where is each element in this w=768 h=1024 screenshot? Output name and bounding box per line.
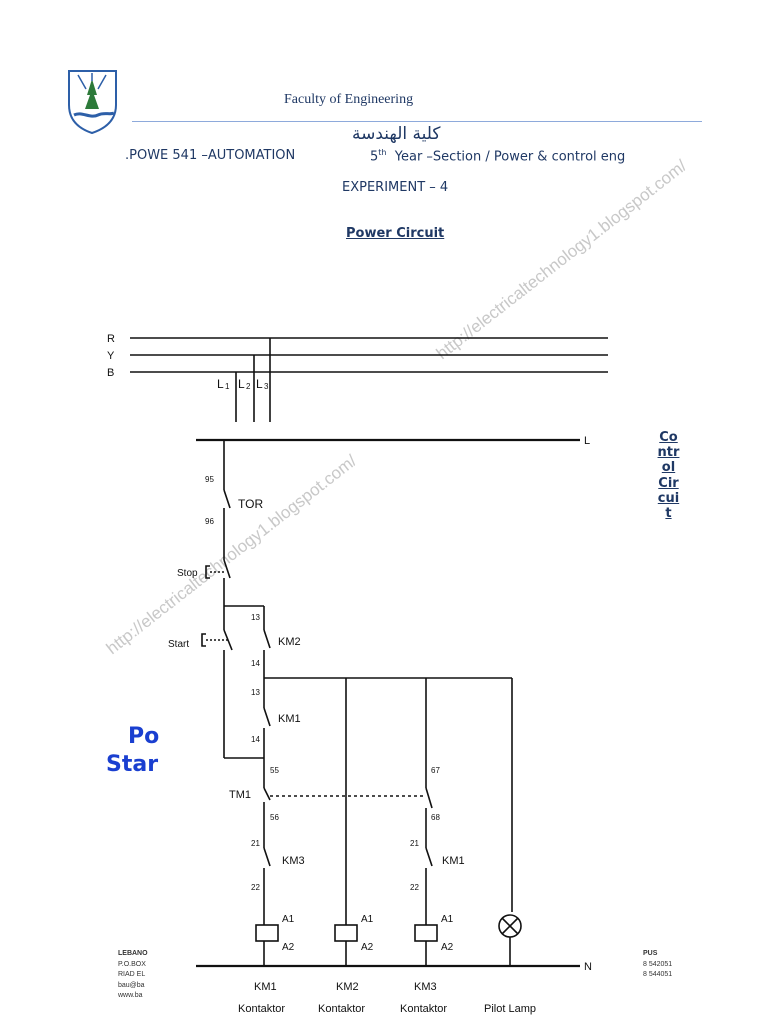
coil-km2-a1: A1 xyxy=(361,914,374,925)
coil-km2 xyxy=(334,924,358,942)
label-y: Y xyxy=(107,350,115,362)
coil-km3 xyxy=(414,924,438,942)
load-km1-name: KM1 xyxy=(254,981,277,993)
coil-km1-a2: A2 xyxy=(282,942,295,953)
tor-bottom-terminal: 96 xyxy=(205,517,214,526)
watermark-text: http://electricaltechnology1.blogspot.co… xyxy=(103,451,361,658)
label-n: N xyxy=(584,961,592,973)
load-km1-sub: Kontaktor xyxy=(238,1003,285,1015)
label-l: L xyxy=(584,435,590,447)
coil-km3-a1: A1 xyxy=(441,914,454,925)
control-circuit-heading: Control Circuit xyxy=(657,430,680,522)
power-circuit-heading: Power Circuit xyxy=(346,226,445,241)
year-suffix: th xyxy=(378,148,387,157)
km2-contact-bottom: 14 xyxy=(251,659,260,668)
footer-left: LEBANO P.O.BOX RIAD EL bau@ba www.ba xyxy=(118,949,148,1002)
load-km3-sub: Kontaktor xyxy=(400,1003,447,1015)
load-km2-name: KM2 xyxy=(336,981,359,993)
faculty-name-arabic: كلية الهندسة xyxy=(352,124,441,144)
partial-title-line2: Star xyxy=(106,752,159,777)
tm1-no-bottom: 68 xyxy=(431,813,440,822)
load-km2-sub: Kontaktor xyxy=(318,1003,365,1015)
phase-l3: L xyxy=(256,377,263,391)
coil-km3-a2: A2 xyxy=(441,942,454,953)
tm1-no-top: 67 xyxy=(431,766,440,775)
km1-nc-label: KM1 xyxy=(442,855,465,867)
label-b: B xyxy=(107,367,114,379)
load-lamp-name: Pilot Lamp xyxy=(484,1003,536,1015)
stop-label: Stop xyxy=(177,568,198,579)
footer-left-line: RIAD EL xyxy=(118,971,146,978)
footer-right-line: PUS xyxy=(643,950,658,957)
coil-km1-a1: A1 xyxy=(282,914,295,925)
km1-nc-top: 21 xyxy=(410,839,419,848)
km3-nc-label: KM3 xyxy=(282,855,305,867)
km1-contact-bottom: 14 xyxy=(251,735,260,744)
phase-l1-sub: 1 xyxy=(225,382,230,391)
header-divider xyxy=(132,121,702,122)
phase-l2: L xyxy=(238,377,245,391)
km3-nc-bottom: 22 xyxy=(251,883,260,892)
footer-left-line: www.ba xyxy=(118,992,143,999)
footer-right: PUS 8 542051 8 544051 xyxy=(643,949,672,981)
tm1-label: TM1 xyxy=(229,789,251,801)
watermark-text: http://electricaltechnology1.blogspot.co… xyxy=(433,156,691,363)
label-r: R xyxy=(107,333,115,345)
load-km3-name: KM3 xyxy=(414,981,437,993)
tm1-nc-bottom: 56 xyxy=(270,813,279,822)
coil-km2-a2: A2 xyxy=(361,942,374,953)
footer-left-line: bau@ba xyxy=(118,981,145,989)
footer-right-line: 8 542051 xyxy=(643,960,673,968)
phase-l3-sub: 3 xyxy=(264,382,269,391)
phase-l1: L xyxy=(217,377,224,391)
phase-l2-sub: 2 xyxy=(246,382,251,391)
experiment-title: EXPERIMENT – 4 xyxy=(342,180,449,195)
km2-contact-top: 13 xyxy=(251,613,260,622)
footer-left-line: LEBANO xyxy=(118,950,148,957)
footer-left-line: P.O.BOX xyxy=(118,960,146,968)
partial-title-line1: Po xyxy=(128,724,160,749)
km2-contact-label: KM2 xyxy=(278,636,301,648)
faculty-name: Faculty of Engineering xyxy=(284,92,414,107)
coil-km1 xyxy=(255,924,279,942)
km1-nc-bottom: 22 xyxy=(410,883,419,892)
tm1-nc-top: 55 xyxy=(270,766,279,775)
start-label: Start xyxy=(168,639,189,650)
km1-contact-label: KM1 xyxy=(278,713,301,725)
tor-top-terminal: 95 xyxy=(205,475,214,484)
university-logo xyxy=(68,70,117,135)
section-text: Year –Section / Power & control eng xyxy=(394,149,626,165)
footer-right-line: 8 544051 xyxy=(643,971,673,978)
year-number: 5 xyxy=(370,149,379,165)
course-code: .POWE 541 –AUTOMATION xyxy=(125,148,296,163)
tor-label: TOR xyxy=(238,497,263,511)
km3-nc-top: 21 xyxy=(251,839,260,848)
course-year-section: 5th Year –Section / Power & control eng xyxy=(370,148,625,164)
km1-contact-top: 13 xyxy=(251,688,260,697)
